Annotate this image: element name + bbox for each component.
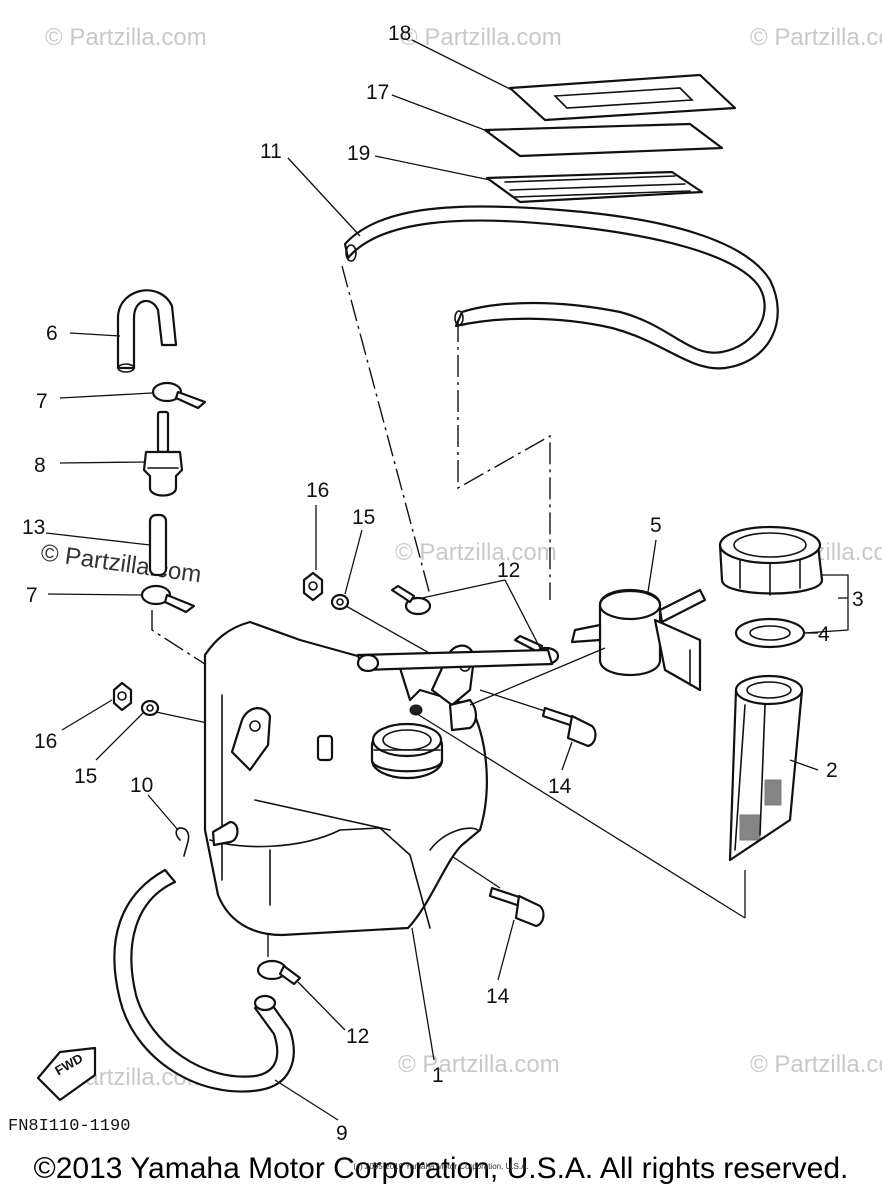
callout-5: 5 — [650, 514, 662, 537]
callout-10: 10 — [130, 774, 153, 797]
part-12-clamp-lower — [256, 959, 302, 986]
watermark-bottom-middle: © Partzilla.com — [398, 1051, 560, 1078]
part-7-clamp-lower — [140, 584, 196, 614]
watermark-top-right: © Partzilla.com — [750, 24, 882, 51]
callout-14-lower: 14 — [486, 985, 510, 1008]
part-16-nut-upper — [302, 571, 324, 602]
watermark-bottom-right: © Partzilla.com — [750, 1051, 882, 1078]
callout-12-lower: 12 — [346, 1025, 369, 1048]
part-15-washer-lower — [140, 699, 160, 717]
part-18-label — [508, 73, 737, 122]
part-7-clamp-upper — [151, 381, 207, 410]
part-8-check-valve — [142, 410, 184, 497]
part-15-washer-upper — [330, 593, 350, 611]
callout-8: 8 — [34, 454, 46, 477]
leader-lines — [45, 39, 848, 1121]
callout-16-lower: 16 — [34, 730, 57, 753]
part-1-oil-tank — [203, 620, 488, 937]
callout-14-upper: 14 — [548, 775, 572, 798]
watermark-top-middle: © Partzilla.com — [400, 24, 562, 51]
callout-1: 1 — [432, 1064, 444, 1087]
callout-4: 4 — [818, 623, 830, 646]
callout-15-upper: 15 — [352, 506, 375, 529]
part-19-label — [485, 170, 704, 204]
watermark-top-left: © Partzilla.com — [45, 24, 207, 51]
diagram-code: FN8I110-1190 — [8, 1117, 130, 1136]
part-14-bolt-upper — [541, 706, 597, 748]
part-5-bracket — [570, 588, 707, 692]
part-12-clamp-upper-a — [390, 584, 432, 616]
callout-7-lower: 7 — [26, 584, 38, 607]
fwd-arrow-icon: FWD — [36, 1046, 97, 1102]
copyright-small: (c) 2005-2016 Yamaha Motor Corporation, … — [353, 1162, 529, 1171]
callout-6: 6 — [46, 322, 58, 345]
callout-19: 19 — [347, 142, 370, 165]
callout-2: 2 — [826, 759, 838, 782]
callout-12-upper: 12 — [497, 559, 520, 582]
watermark-main: © Partzilla.com — [39, 539, 203, 588]
callout-13: 13 — [22, 516, 45, 539]
part-3-filler-cap — [718, 525, 824, 596]
callout-3: 3 — [852, 588, 864, 611]
part-2-strainer — [728, 674, 804, 862]
callout-18: 18 — [388, 22, 411, 45]
callout-7-upper: 7 — [36, 390, 48, 413]
callout-15-lower: 15 — [74, 765, 97, 788]
part-6-hose — [116, 289, 178, 373]
callout-9: 9 — [336, 1122, 348, 1145]
callout-16-upper: 16 — [306, 479, 329, 502]
part-14-bolt-lower — [488, 886, 545, 928]
part-10-clip — [175, 827, 190, 857]
part-9-oil-hose — [113, 868, 295, 1093]
callout-11: 11 — [260, 140, 282, 163]
part-4-gasket — [734, 617, 806, 649]
part-13-pipe — [148, 513, 168, 577]
part-16-nut-lower — [112, 681, 133, 712]
part-17-label — [483, 122, 724, 158]
watermark-middle: © Partzilla.com — [395, 539, 557, 566]
callout-17: 17 — [366, 81, 389, 104]
copyright-footer: ©2013 Yamaha Motor Corporation, U.S.A. A… — [33, 1152, 849, 1185]
part-11-breather-hose — [343, 205, 779, 370]
